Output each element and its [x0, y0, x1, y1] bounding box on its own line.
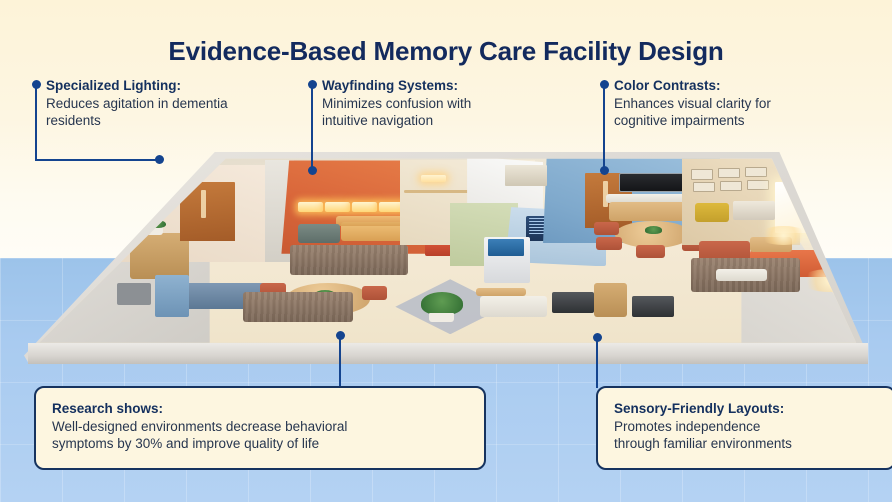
reception-desk-lower: [479, 296, 548, 318]
callout-2-bullet-dot-icon: [308, 80, 317, 89]
gallery-frame-6: [747, 179, 770, 191]
sensory-callout-title: Sensory-Friendly Layouts:: [614, 401, 785, 416]
vase-dresser: [146, 226, 164, 235]
callout-3-body-line-1: Enhances visual clarity for: [614, 95, 771, 111]
storage-shelving: [505, 164, 548, 186]
accent-chair-yellow: [694, 202, 729, 222]
sensory-callout-box: Sensory-Friendly Layouts: Promotes indep…: [596, 386, 892, 470]
callout-1-body-line-1: Reduces agitation in dementia: [46, 95, 228, 111]
gallery-frame-4: [693, 181, 716, 193]
research-callout-body-line-1: Well-designed environments decrease beha…: [52, 418, 348, 434]
rug-activity-area: [243, 291, 354, 322]
gallery-frame-1: [690, 168, 713, 180]
callout-2-leader-vertical: [311, 88, 313, 170]
bottom-callout-1-leader: [339, 336, 341, 386]
gallery-frame-5: [720, 180, 743, 192]
callout-1-leader-horizontal: [35, 159, 160, 161]
planter-open-area: [429, 313, 455, 322]
walker-mobility-aid: [116, 283, 151, 305]
callout-2-text: Wayfinding Systems: Minimizes confusion …: [322, 78, 574, 129]
callout-3-bullet-dot-icon: [600, 80, 609, 89]
research-callout-body-line-2: symptoms by 30% and improve quality of l…: [52, 436, 320, 452]
desk-top-lower: [475, 287, 527, 297]
wheelchair-2: [631, 296, 674, 318]
callout-2-body-line-2: intuitive navigation: [322, 112, 434, 128]
sensory-callout-body-line-2: through familiar environments: [614, 436, 792, 452]
plant-open-area: [420, 291, 463, 316]
dining-chair-5: [635, 245, 666, 258]
activity-chair-2: [361, 285, 387, 301]
centerpiece-plant: [645, 226, 663, 234]
coffee-table-sensory: [716, 268, 767, 282]
dining-chair-2: [596, 236, 622, 250]
callout-2-body-line-1: Minimizes confusion with: [322, 95, 472, 111]
sensory-callout-body-line-1: Promotes independence: [614, 418, 761, 434]
corridor-handrail: [403, 190, 506, 194]
research-callout-box: Research shows: Well-designed environmen…: [34, 386, 486, 470]
callout-2-anchor-dot-icon: [308, 166, 317, 175]
gallery-frame-2: [717, 167, 740, 179]
bottom-callout-2-anchor-dot-icon: [593, 333, 602, 342]
partition-panel-blue: [154, 274, 189, 318]
callout-3-title: Color Contrasts:: [614, 78, 721, 93]
media-counter-top: [606, 194, 708, 203]
callout-2-title: Wayfinding Systems:: [322, 78, 459, 93]
partition-wood-lower: [593, 283, 628, 318]
media-credenza: [608, 201, 706, 221]
facility-illustration: [24, 152, 868, 364]
callout-1-title: Specialized Lighting:: [46, 78, 182, 93]
rug-lounge: [289, 245, 409, 275]
wall-mounted-tv: [619, 173, 691, 193]
wall-sconce-left: [104, 190, 127, 197]
callout-1-body-line-2: residents: [46, 112, 101, 128]
callout-3-anchor-dot-icon: [600, 166, 609, 175]
dining-table-round: [614, 220, 691, 249]
callout-1-leader-vertical: [35, 88, 37, 160]
wall-art-resident: [108, 209, 134, 233]
wayfinding-kiosk-screen: [488, 238, 525, 256]
sofa-lounge-back: [336, 215, 434, 227]
dining-chair-1: [593, 221, 619, 235]
floorplan-interior: [39, 158, 857, 343]
floorplan-base-edge: [28, 342, 868, 364]
bench-sensory: [732, 200, 776, 220]
page-title: Evidence-Based Memory Care Facility Desi…: [168, 36, 724, 66]
floor-lamp-glow-1: [758, 226, 809, 246]
gallery-frame-3: [744, 166, 767, 178]
wall-sconce-right: [137, 181, 164, 191]
callout-1-text: Specialized Lighting: Reduces agitation …: [46, 78, 308, 129]
bottom-callout-2-leader: [596, 338, 598, 388]
armchair-lounge: [298, 224, 341, 244]
callout-3-text: Color Contrasts: Enhances visual clarity…: [614, 78, 864, 129]
research-callout-title: Research shows:: [52, 401, 164, 416]
corridor-ceiling-light: [420, 175, 446, 182]
wheelchair-1: [551, 291, 594, 314]
lighting-cove-glow: [39, 158, 210, 174]
bottom-callout-1-anchor-dot-icon: [336, 331, 345, 340]
callout-1-anchor-dot-icon: [155, 155, 164, 164]
callout-3-leader-vertical: [603, 88, 605, 170]
callout-1-bullet-dot-icon: [32, 80, 41, 89]
callout-3-body-line-2: cognitive impairments: [614, 112, 745, 128]
